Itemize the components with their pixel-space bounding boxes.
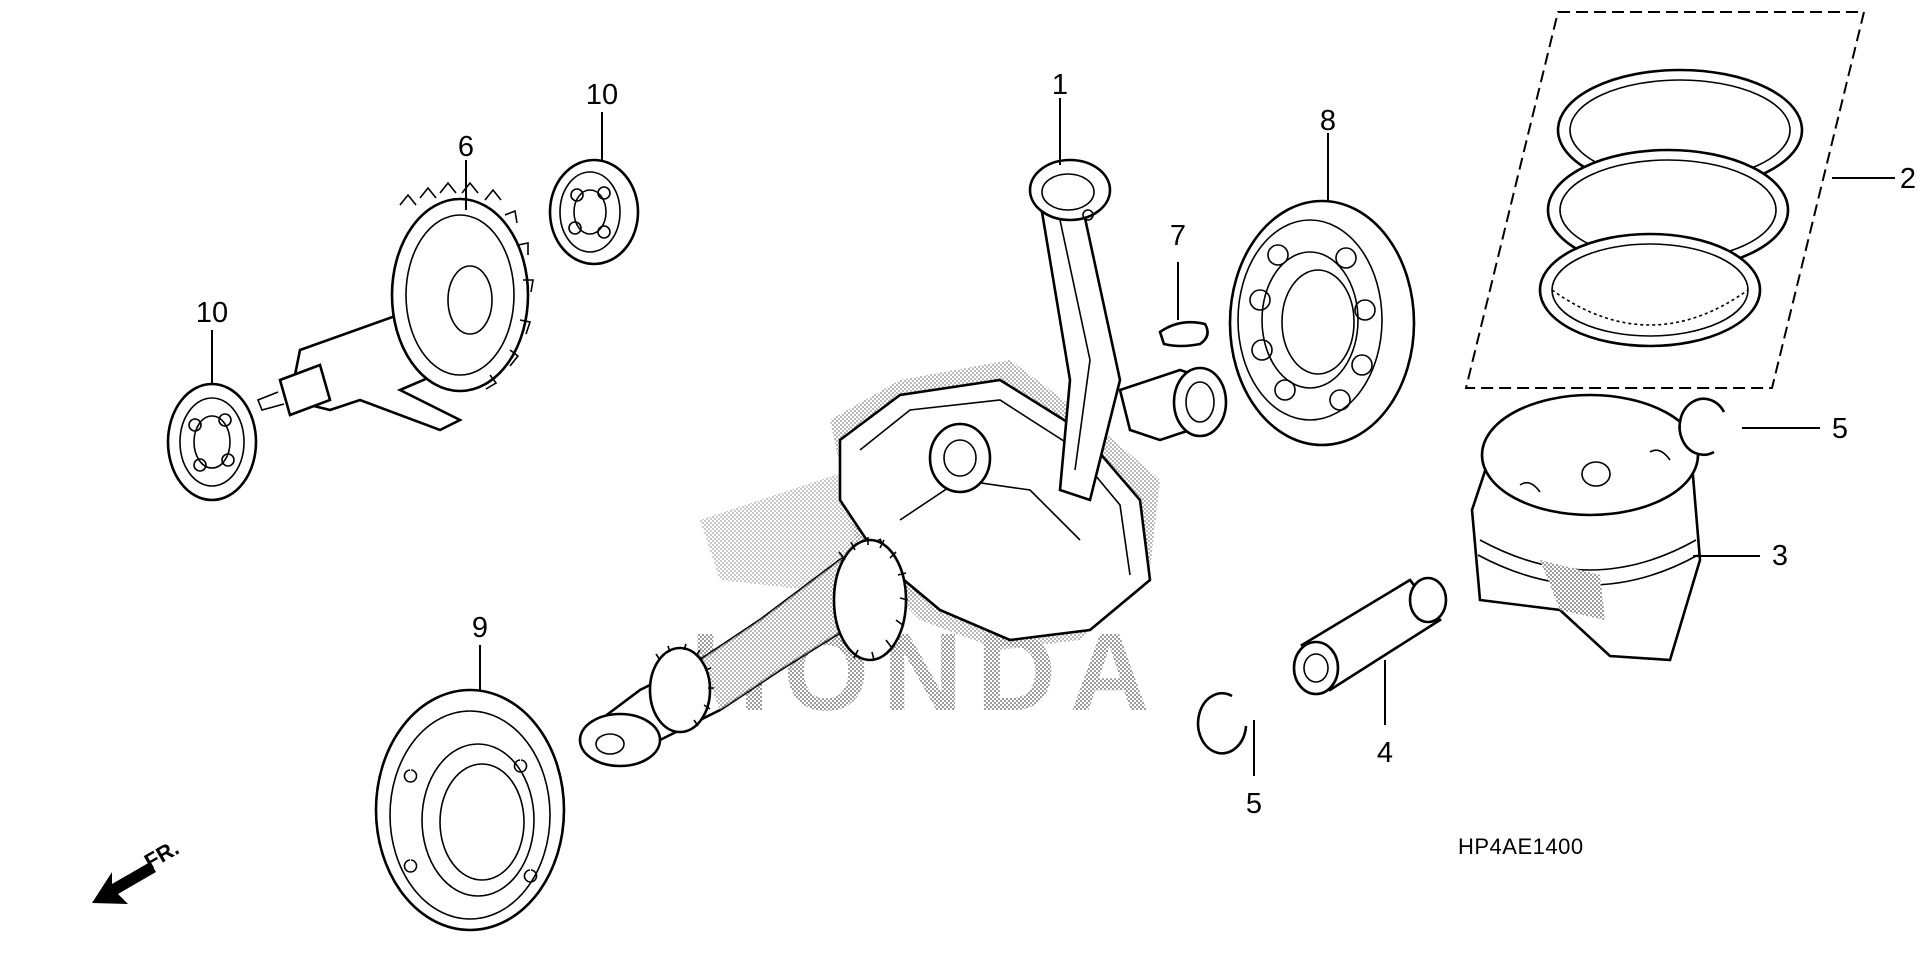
- callout-10-top[interactable]: 10: [586, 79, 618, 111]
- balancer-shaft-6[interactable]: [256, 181, 534, 432]
- piston-3[interactable]: [1470, 393, 1702, 662]
- arrow-icon: [92, 862, 156, 904]
- bearing-9[interactable]: [374, 688, 566, 932]
- callout-3[interactable]: 3: [1772, 540, 1788, 572]
- drawing-code: HP4AE1400: [1458, 834, 1584, 859]
- piston-ring-set-2[interactable]: [1464, 11, 1866, 389]
- leader-lines: [211, 98, 1895, 776]
- circlip-5-right[interactable]: [1678, 397, 1726, 457]
- circlip-5-left[interactable]: [1196, 692, 1248, 755]
- callout-10-left[interactable]: 10: [196, 297, 228, 329]
- callouts: 1 2 3 4 5 5 6 7 8 9 10 10: [196, 69, 1916, 820]
- callout-7[interactable]: 7: [1170, 220, 1186, 252]
- callout-2[interactable]: 2: [1900, 163, 1916, 195]
- callout-6[interactable]: 6: [458, 131, 474, 163]
- bearing-10-left[interactable]: [166, 382, 258, 502]
- callout-5-right[interactable]: 5: [1832, 413, 1848, 445]
- piston-pin-4[interactable]: [1292, 576, 1448, 696]
- bearing-8[interactable]: [1228, 199, 1416, 447]
- woodruff-key-7[interactable]: [1158, 320, 1209, 348]
- bearing-10-top[interactable]: [548, 158, 640, 266]
- callout-8[interactable]: 8: [1320, 105, 1336, 137]
- callout-1[interactable]: 1: [1052, 69, 1068, 101]
- callout-4[interactable]: 4: [1377, 737, 1393, 769]
- callout-9[interactable]: 9: [472, 612, 488, 644]
- front-direction-marker: FR.: [92, 835, 183, 904]
- crankshaft-assembly-1[interactable]: [578, 158, 1228, 768]
- callout-5-left[interactable]: 5: [1246, 788, 1262, 820]
